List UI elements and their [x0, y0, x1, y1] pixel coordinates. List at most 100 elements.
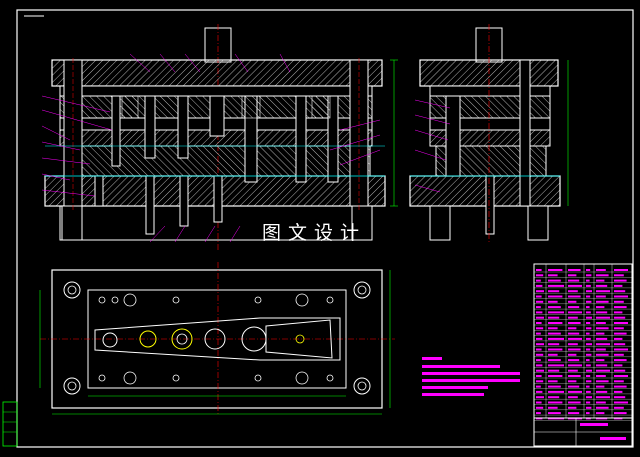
table-cell-text	[596, 364, 608, 367]
table-cell-text	[536, 406, 544, 409]
table-cell-text	[568, 300, 577, 303]
table-cell-text	[596, 306, 605, 309]
table-cell-text	[596, 290, 610, 293]
table-cell-text	[536, 306, 541, 309]
table-cell-text	[568, 337, 582, 340]
table-cell-text	[568, 396, 578, 399]
plan-view	[39, 262, 395, 416]
table-cell-text	[596, 401, 606, 404]
table-cell-text	[586, 369, 592, 372]
table-cell-text	[536, 348, 542, 351]
table-cell-text	[536, 380, 544, 383]
table-cell-text	[586, 316, 592, 319]
table-cell-text	[614, 359, 627, 362]
table-cell-text	[568, 274, 577, 277]
table-cell-text	[548, 343, 560, 346]
table-cell-text	[596, 311, 608, 314]
table-cell-text	[614, 401, 628, 404]
table-cell-text	[548, 406, 558, 409]
table-cell-text	[614, 279, 627, 282]
table-cell-text	[548, 322, 563, 324]
table-cell-text	[596, 412, 605, 415]
table-cell-text	[614, 343, 626, 346]
table-cell-text	[536, 332, 541, 335]
table-cell-text	[614, 348, 628, 351]
table-cell-text	[614, 322, 628, 324]
table-cell-text	[586, 364, 591, 367]
table-cell-text	[568, 375, 581, 377]
table-cell-text	[548, 401, 563, 404]
table-cell-text	[586, 284, 591, 287]
table-cell-text	[586, 396, 592, 399]
table-cell-text	[614, 396, 626, 399]
table-cell-text	[536, 316, 544, 319]
table-cell-text	[548, 269, 563, 271]
table-cell-text	[586, 269, 591, 271]
table-cell-text	[548, 390, 564, 393]
table-cell-text	[586, 412, 590, 415]
table-cell-text	[548, 369, 560, 372]
table-cell-text	[596, 353, 609, 356]
table-cell-text	[568, 369, 578, 372]
table-cell-text	[586, 348, 591, 351]
table-cell-text	[568, 401, 581, 404]
table-cell-text	[568, 316, 578, 319]
table-cell-text	[586, 300, 592, 303]
table-cell-text	[536, 284, 543, 287]
parts-list-table	[533, 263, 633, 447]
table-cell-text	[596, 369, 610, 372]
table-cell-text	[596, 322, 606, 324]
table-cell-text	[586, 306, 590, 309]
watermark-text: 图文设计	[262, 222, 367, 244]
table-cell-text	[568, 327, 577, 330]
table-cell-text	[548, 300, 558, 303]
table-cell-text	[586, 353, 592, 356]
table-cell-text	[568, 343, 578, 346]
table-cell-text	[548, 311, 564, 314]
table-cell-text	[614, 364, 623, 367]
table-cell-text	[548, 290, 560, 293]
table-cell-text	[536, 311, 543, 314]
table-cell-text	[536, 269, 542, 271]
table-cell-text	[596, 359, 605, 362]
table-cell-text	[586, 343, 592, 346]
table-cell-text	[596, 375, 606, 377]
table-cell-text	[548, 348, 563, 351]
table-cell-text	[614, 300, 624, 303]
table-cell-text	[548, 412, 561, 415]
table-cell-text	[614, 274, 624, 277]
table-cell-text	[614, 290, 626, 293]
table-cell-text	[586, 332, 590, 335]
table-cell-text	[536, 369, 544, 372]
table-cell-text	[596, 390, 608, 393]
table-cell-text	[548, 306, 561, 309]
table-cell-text	[586, 375, 591, 377]
table-cell-text	[614, 337, 623, 340]
table-cell-text	[596, 316, 610, 319]
table-cell-text	[536, 337, 543, 340]
table-cell-text	[568, 311, 582, 314]
table-cell-text	[568, 348, 581, 351]
table-cell-text	[596, 295, 606, 298]
table-cell-text	[548, 316, 560, 319]
table-cell-text	[536, 375, 542, 377]
table-cell-text	[586, 385, 590, 388]
table-cell-text	[536, 274, 544, 277]
table-cell-text	[586, 311, 591, 314]
table-cell-text	[568, 359, 580, 362]
table-cell-text	[548, 274, 558, 277]
table-cell-text	[548, 279, 561, 282]
table-cell-text	[596, 269, 606, 271]
table-cell-text	[536, 327, 544, 330]
table-cell-text	[614, 385, 627, 388]
table-cell-text	[586, 337, 591, 340]
table-cell-text	[596, 396, 610, 399]
table-cell-text	[586, 274, 592, 277]
table-cell-text	[614, 375, 628, 377]
table-cell-text	[596, 332, 605, 335]
table-cell-text	[586, 380, 592, 383]
table-cell-text	[568, 385, 580, 388]
table-cell-text	[568, 353, 577, 356]
table-cell-text	[536, 390, 543, 393]
table-cell-text	[568, 284, 582, 287]
